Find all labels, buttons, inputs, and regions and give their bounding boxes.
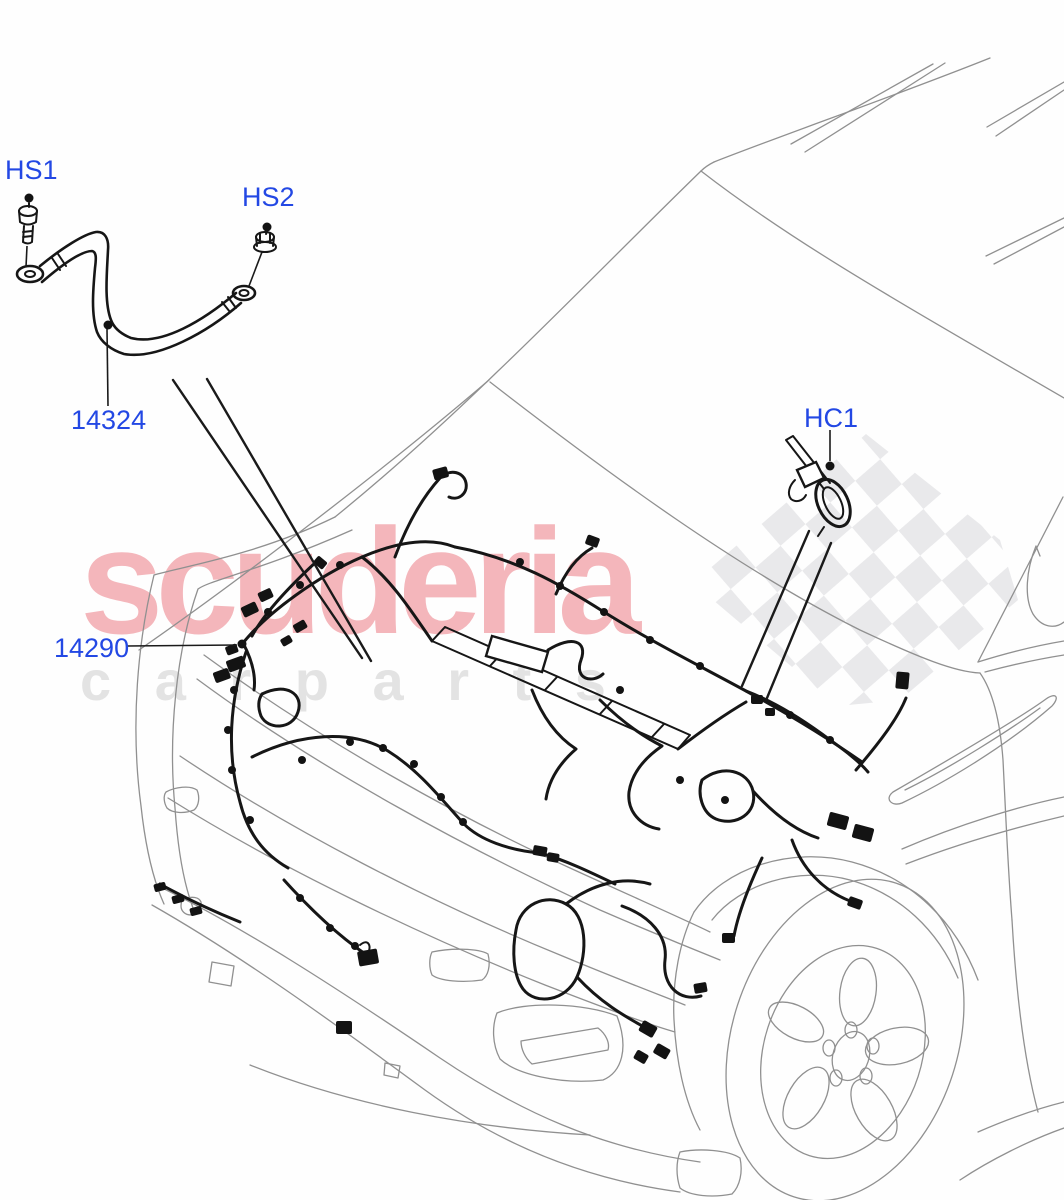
fog-lamp-recess [492,1004,624,1082]
callout-dot-14290 [237,639,247,649]
car-body-outline [135,57,1064,1200]
part-label-hc1[interactable]: HC1 [804,403,858,433]
tow-hook-cover [208,961,235,987]
nut-icon-hs2 [248,222,277,287]
fender-vent-blade [888,695,1057,805]
harness-connectors [153,466,910,1064]
callout-dot-14324 [103,320,113,330]
ground-strap [15,230,257,357]
front-wheel [725,878,965,1200]
watermark: scuderia c a r p a r t s [80,497,651,712]
part-label-14290[interactable]: 14290 [54,633,129,663]
part-labels: HS1 HS2 14324 14290 HC1 [5,155,858,663]
ring-terminal-right [231,284,257,302]
engine-wiring-harness [153,466,910,1064]
ring-terminal-left [15,264,45,284]
part-label-hs2[interactable]: HS2 [242,182,295,212]
part-label-14324[interactable]: 14324 [71,405,146,435]
wheel-hub [831,1030,871,1082]
headlight-washer [163,786,200,814]
part-label-hs1[interactable]: HS1 [5,155,58,185]
callout-dot-hc1 [825,461,835,471]
cable-tie-icon-hc1 [785,435,852,537]
tire [725,878,965,1200]
bolt-icon-hs1 [18,193,38,268]
watermark-brand-text: scuderia [80,497,643,665]
checkered-flag-motif [693,434,1018,706]
wheel-arch [693,856,979,981]
wheel-rim [760,944,926,1160]
relay-box [484,634,550,674]
leader-lines [103,320,835,700]
bumper-plate [429,948,490,982]
